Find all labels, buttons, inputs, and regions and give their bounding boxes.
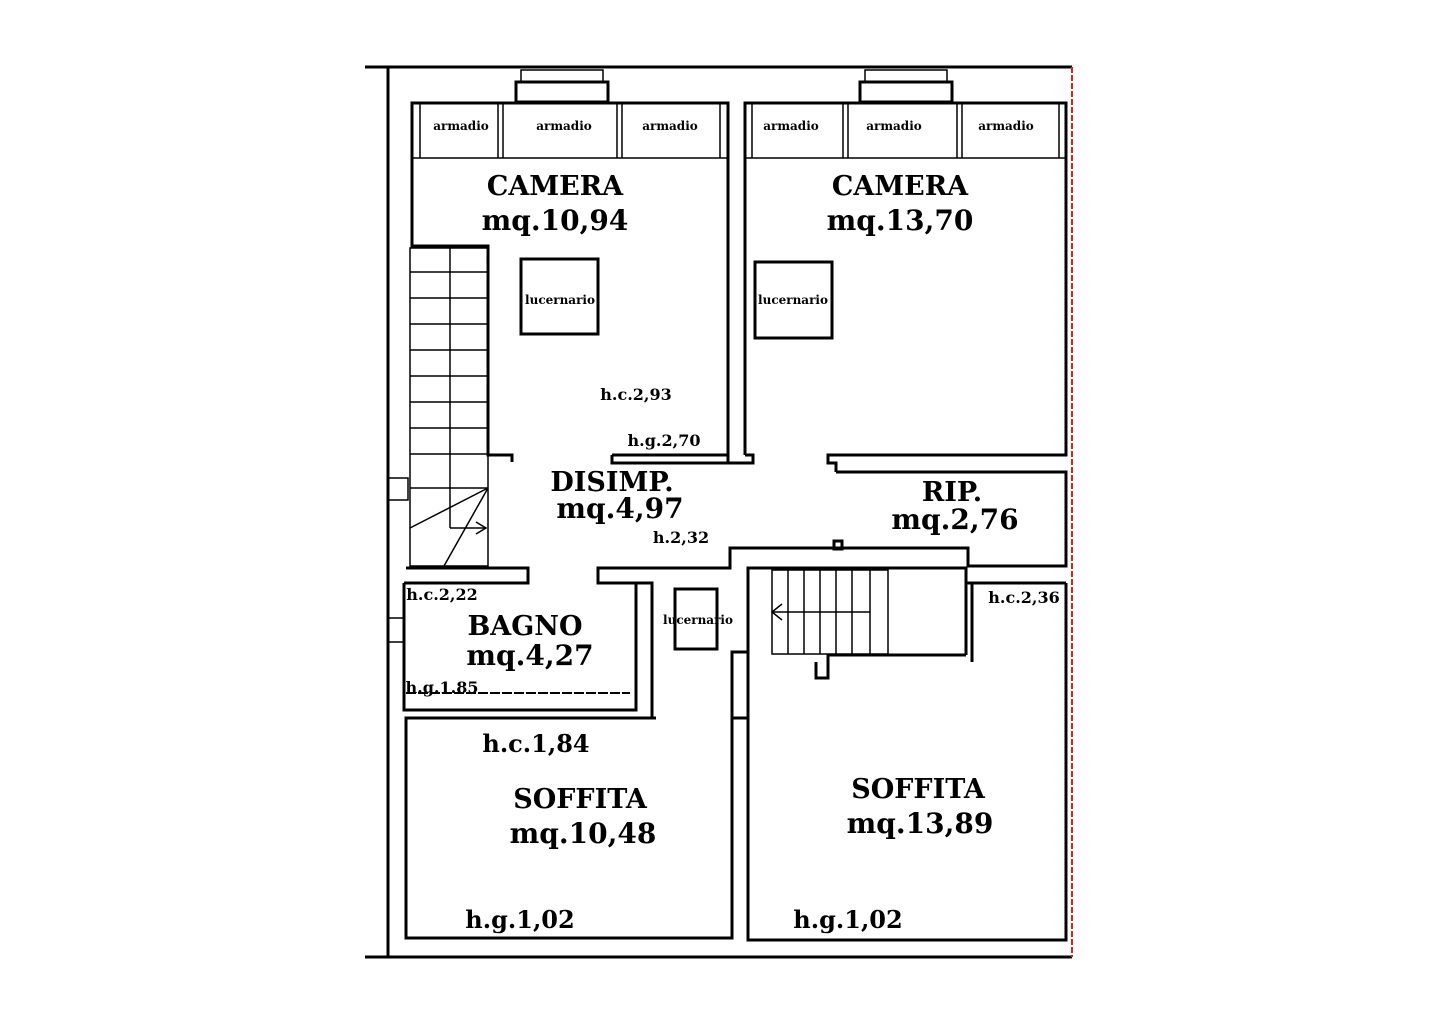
room-area-soffita-right: mq.13,89	[847, 807, 994, 840]
room-camera-left: armadio armadio armadio lucernario CAMER…	[410, 101, 730, 457]
room-name-disimp: DISIMP.	[550, 467, 673, 498]
height-label: h.g.1,02	[793, 905, 902, 934]
lucernario-label: lucernario	[758, 293, 828, 307]
room-bagno: h.c.2,22 BAGNO mq.4,27 h.g.1.85	[387, 583, 638, 712]
height-label: h.c.2,36	[988, 588, 1059, 607]
height-label: h.g.1.85	[406, 678, 479, 697]
height-label: h.g.2,70	[628, 431, 701, 450]
room-name-bagno: BAGNO	[467, 611, 582, 642]
height-label: h.g.1,02	[465, 905, 574, 934]
room-area-camera-right: mq.13,70	[827, 204, 974, 237]
corridor-and-storage: DISIMP. mq.4,97 h.2,32 RIP. mq.2,76	[404, 467, 1068, 718]
room-area-soffita-left: mq.10,48	[510, 817, 657, 850]
armadio-label: armadio	[866, 119, 922, 133]
room-name-soffita-right: SOFFITA	[851, 774, 986, 805]
skylight	[519, 257, 600, 336]
outer-walls	[365, 65, 1073, 959]
height-label: h.c.2,22	[406, 585, 477, 604]
armadio-label: armadio	[763, 119, 819, 133]
armadio-label: armadio	[642, 119, 698, 133]
top-openings	[514, 69, 954, 104]
staircase-right: h.c.2,36	[746, 566, 1066, 680]
room-area-rip: mq.2,76	[891, 503, 1018, 536]
room-name-camera-left: CAMERA	[487, 171, 624, 202]
center-skylight: lucernario	[663, 587, 733, 651]
armadio-label: armadio	[536, 119, 592, 133]
staircase-left	[387, 240, 514, 567]
height-label: h.c.2,93	[600, 385, 671, 404]
room-name-rip: RIP.	[922, 477, 982, 508]
room-soffita-left: h.c.1,84 SOFFITA mq.10,48 h.g.1,02	[404, 650, 750, 940]
armadio-label: armadio	[433, 119, 489, 133]
skylight	[753, 260, 834, 340]
armadio-label: armadio	[978, 119, 1034, 133]
room-name-camera-right: CAMERA	[832, 171, 969, 202]
lucernario-label: lucernario	[663, 613, 733, 627]
room-soffita-right: SOFFITA mq.13,89 h.g.1,02	[746, 583, 1068, 942]
lucernario-label: lucernario	[525, 293, 595, 307]
room-area-disimp: mq.4,97	[556, 492, 683, 525]
height-label: h.2,32	[653, 528, 709, 547]
height-label: h.c.1,84	[482, 729, 589, 758]
room-camera-right: armadio armadio armadio lucernario CAMER…	[610, 101, 1068, 472]
room-area-camera-left: mq.10,94	[482, 204, 629, 237]
room-area-bagno: mq.4,27	[466, 639, 593, 672]
room-name-soffita-left: SOFFITA	[513, 784, 648, 815]
